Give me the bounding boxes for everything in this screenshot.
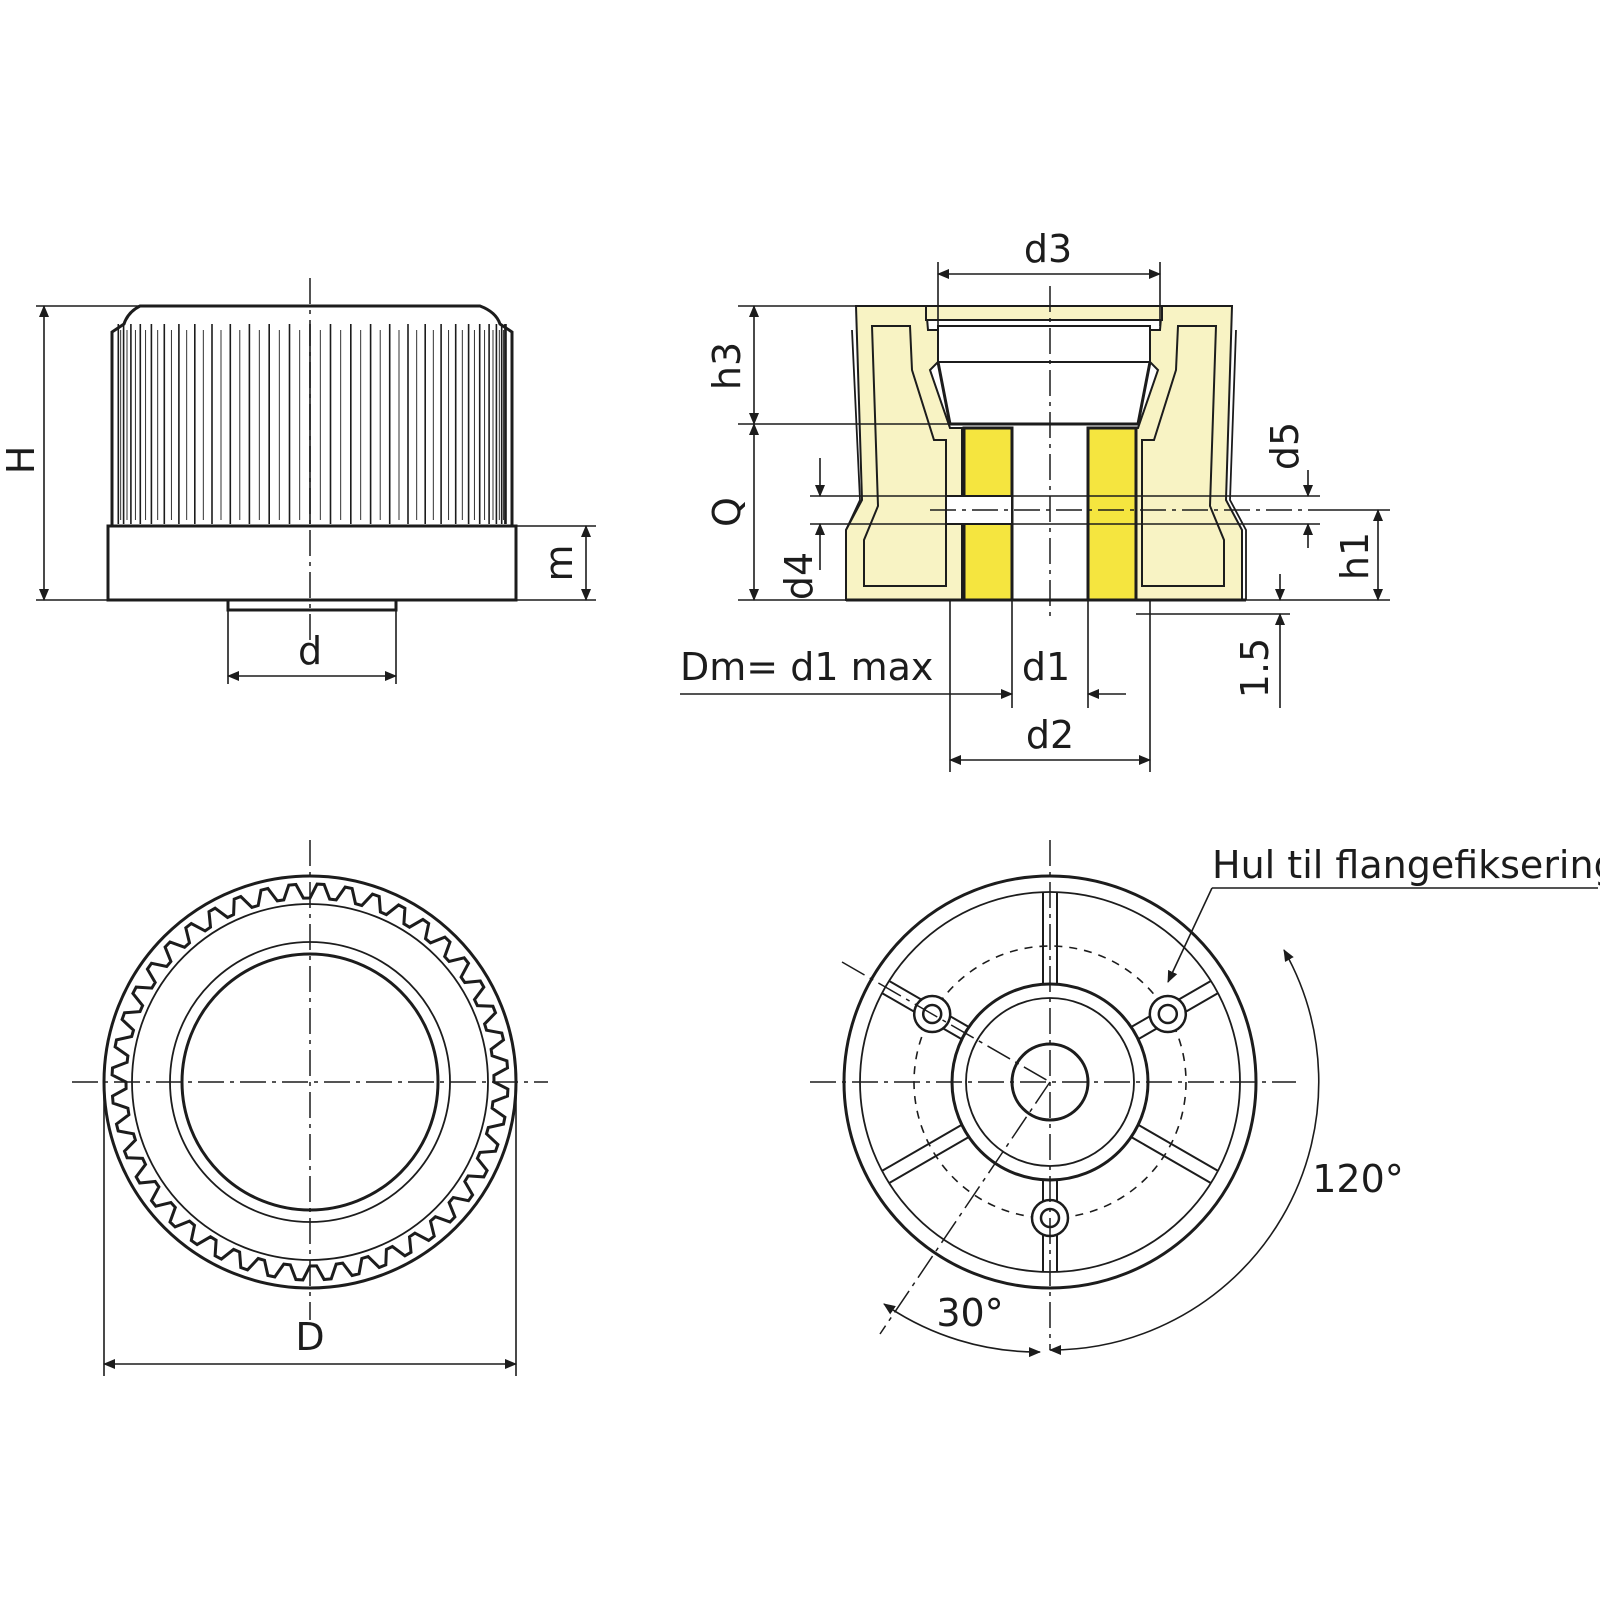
side-view: H m d: [0, 278, 596, 684]
label-Q: Q: [705, 497, 749, 527]
fixing-hole: [1157, 1003, 1179, 1025]
label-dm: Dm= d1 max: [680, 645, 933, 689]
callout-leader: [1167, 887, 1213, 983]
knob-base-band: [106, 524, 518, 602]
knob-body-outline: [110, 304, 514, 528]
label-1-5: 1.5: [1233, 638, 1277, 698]
rib-edge: [881, 1124, 963, 1172]
label-120: 120°: [1312, 1157, 1404, 1201]
outer-body-line: [1229, 329, 1247, 600]
label-h1: h1: [1333, 532, 1377, 580]
label-callout: Hul til flangefiksering: [1212, 843, 1600, 887]
insert-right: [1086, 426, 1138, 602]
recess-bowl: [936, 361, 1152, 426]
label-d4: d4: [777, 552, 821, 600]
top-recess: [937, 325, 1151, 363]
top-view: D: [72, 840, 548, 1376]
label-D: D: [295, 1315, 324, 1359]
label-H: H: [0, 446, 43, 475]
section-top-rim: [925, 305, 1163, 321]
knob-shaft-stub: [226, 598, 398, 612]
section-view: d3 h3 Q d4 d5 h1 1.5 Dm= d1: [680, 227, 1390, 772]
centerline-diagonal: [841, 961, 1051, 1083]
label-d1: d1: [1022, 645, 1070, 689]
angle-arc-30: [883, 1303, 1041, 1358]
label-d: d: [298, 629, 322, 673]
label-d5: d5: [1263, 422, 1307, 470]
centerline-diagonal: [879, 1081, 1051, 1335]
angle-arc-120: [1049, 949, 1320, 1356]
label-30: 30°: [936, 1291, 1003, 1335]
rib-edge: [888, 1136, 970, 1184]
label-d2: d2: [1026, 713, 1074, 757]
knurl-ribs: [117, 324, 507, 524]
section-wall-right: [1125, 305, 1243, 601]
label-h3: h3: [705, 342, 749, 390]
label-m: m: [537, 544, 581, 581]
bottom-view: Hul til flangefiksering 120° 30°: [810, 840, 1600, 1358]
label-d3: d3: [1024, 227, 1072, 271]
